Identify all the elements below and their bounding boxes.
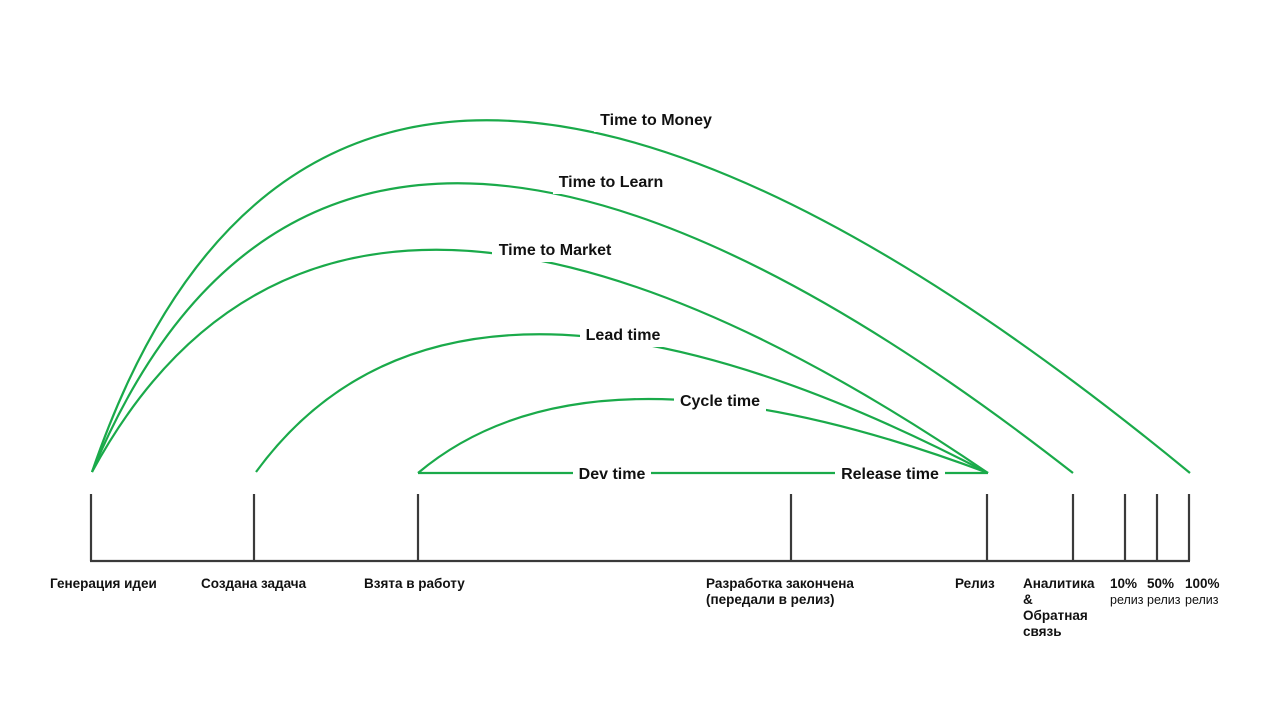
arc-time-to-market [91,248,989,474]
timeline-axis [89,494,1191,563]
release-word-100: релиз [1185,593,1219,607]
stage-label-release-100: 100% релиз [1185,576,1220,607]
release-word-50: релиз [1147,593,1181,607]
label-time-to-learn: Time to Learn [559,174,664,191]
metric-labels: Time to Money Time to Learn Time to Mark… [492,106,945,486]
stage-label-idea: Генерация идеи [50,576,157,591]
arc-time-to-money [90,119,1191,474]
release-word-10: релиз [1110,593,1144,607]
stage-label-in-progress: Взята в работу [364,576,465,591]
arc-lead-time [255,333,989,474]
metric-arcs [90,119,1191,475]
stage-label-dev-done: Разработка закончена (передали в релиз) [706,576,854,607]
stage-label-analytics: Аналитика & Обратная связь [1023,576,1095,639]
arc-time-to-learn [90,182,1074,474]
label-time-to-market: Time to Market [499,242,612,259]
label-lead-time: Lead time [586,327,661,344]
label-dev-time: Dev time [579,466,646,483]
label-cycle-time: Cycle time [680,393,760,410]
stage-label-release-10: 10% релиз [1110,576,1144,607]
label-release-time: Release time [841,466,939,483]
stage-label-release-50: 50% релиз [1147,576,1181,607]
label-time-to-money: Time to Money [600,112,712,129]
stage-label-task-created: Создана задача [201,576,307,591]
stage-label-release: Релиз [955,576,995,591]
arc-cycle-time [417,398,989,475]
